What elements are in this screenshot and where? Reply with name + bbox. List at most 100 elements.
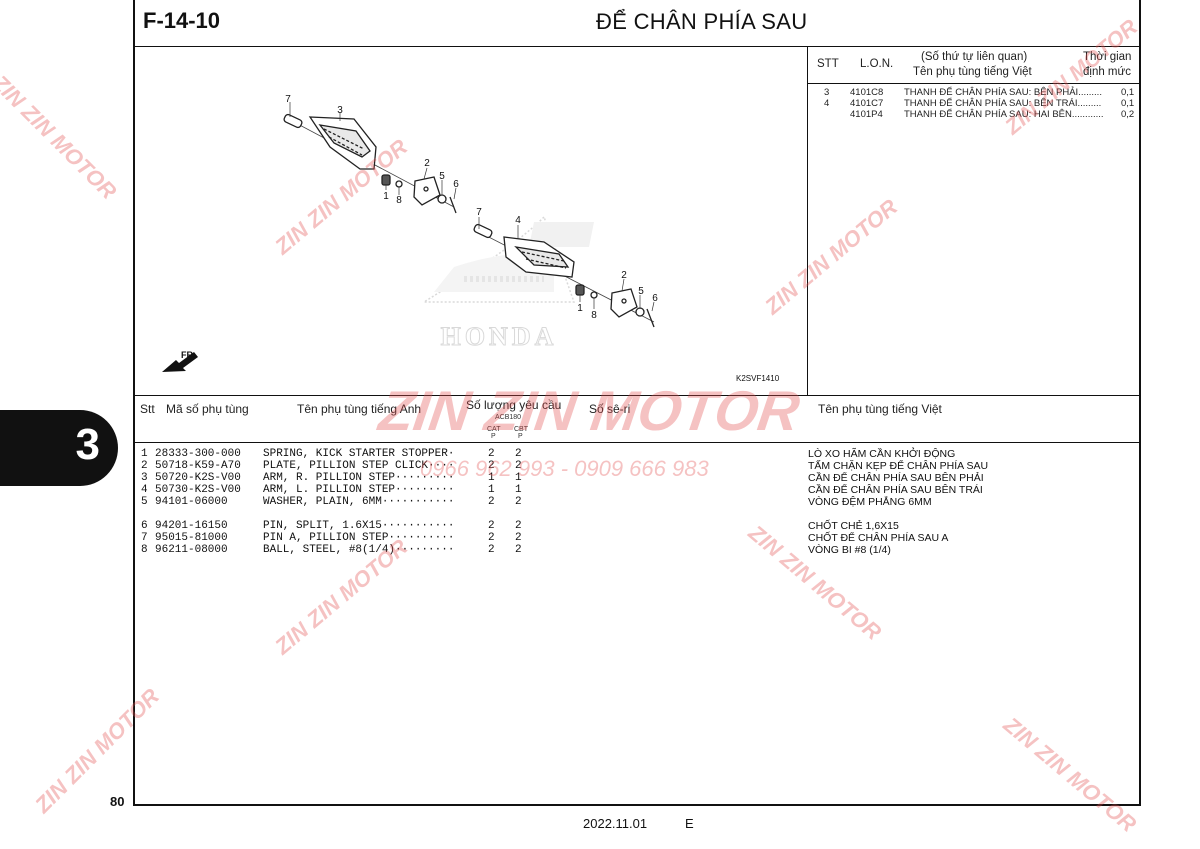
info-row-lon: 4101P4 (850, 109, 883, 120)
parts-cell-cat: 2 (488, 460, 495, 472)
parts-cell-cat: 2 (488, 496, 495, 508)
parts-cell-name-vn: CHỐT CHẺ 1,6X15 (808, 520, 899, 532)
parts-cell-name-vn: CHỐT ĐỂ CHÂN PHÍA SAU A (808, 532, 949, 544)
footer-date: 2022.11.01 (583, 816, 648, 831)
info-col-time-line2: định mức (1083, 66, 1131, 78)
callout-4: 4 (515, 215, 521, 226)
front-direction-arrow: FR. (162, 350, 198, 372)
info-row-name: THANH ĐỂ CHÂN PHÍA SAU: BÊN TRÁI........… (904, 98, 1102, 109)
callout-3: 3 (337, 105, 343, 116)
parts-col-part-no: Mã số phụ tùng (166, 402, 249, 416)
callout-5-lower: 5 (638, 286, 644, 297)
parts-header-bottom (133, 442, 1141, 443)
watermark-brand-tl: ZIN ZIN MOTOR (0, 70, 122, 205)
diagram-divider (807, 46, 808, 395)
callout-1-upper: 1 (383, 191, 389, 202)
info-row-lon: 4101C7 (850, 98, 884, 109)
callout-8-upper: 8 (396, 195, 402, 206)
callout-6-lower: 6 (652, 293, 658, 304)
section-tab: 3 (0, 410, 118, 486)
info-row-name: THANH ĐỂ CHÂN PHÍA SAU: BÊN PHẢI........… (904, 87, 1102, 98)
parts-cell-cat: 2 (488, 448, 495, 460)
honda-logo: HONDA (421, 215, 594, 352)
callout-2-upper: 2 (424, 158, 430, 169)
parts-col-name-vn: Tên phụ tùng tiếng Việt (818, 402, 942, 416)
parts-cell-name-en: ARM, L. PILLION STEP········· (263, 484, 455, 496)
parts-cell-part-no: 94101-06000 (155, 496, 228, 508)
callout-5-upper: 5 (439, 171, 445, 182)
callout-6-upper: 6 (453, 179, 459, 190)
callout-7-upper: 7 (285, 94, 291, 105)
diagram-ref-code: K2SVF1410 (736, 374, 780, 383)
parts-col-name-en: Tên phụ tùng tiếng Anh (297, 402, 422, 416)
page-frame (133, 0, 1141, 806)
callout-2-lower: 2 (621, 270, 627, 281)
honda-logo-text: HONDA (441, 322, 558, 351)
info-row-stt: 4 (824, 98, 830, 109)
parts-cell-cat: 2 (488, 544, 495, 556)
page-number: 80 (110, 794, 125, 809)
ball-8-lower (590, 291, 598, 299)
parts-cell-part-no: 50718-K59-A70 (155, 460, 241, 472)
ball-8-upper (395, 180, 403, 188)
info-col-lon: L.O.N. (860, 58, 894, 70)
parts-cell-name-vn: CẦN ĐỂ CHÂN PHÍA SAU BÊN PHẢI (808, 472, 984, 484)
parts-cell-cbt: 2 (515, 460, 522, 472)
watermark-brand-center: ZIN ZIN MOTOR (375, 379, 804, 442)
parts-col-stt: Stt (140, 402, 155, 416)
parts-cell-part-no: 28333-300-000 (155, 448, 241, 460)
parts-cell-cbt: 2 (515, 496, 522, 508)
parts-cell-cbt: 2 (515, 544, 522, 556)
parts-cell-name-en: SPRING, KICK STARTER STOPPER· (263, 448, 455, 460)
fr-label: FR. (181, 350, 196, 360)
parts-col-qty-cat-p: P (491, 433, 496, 440)
info-row-stt: 3 (824, 87, 830, 98)
callout-7-lower: 7 (476, 207, 482, 218)
washer-5-lower (635, 307, 645, 317)
pin-a-lower (473, 223, 493, 239)
callout-1-lower: 1 (577, 303, 583, 314)
washer-5-upper (437, 194, 447, 204)
info-row-lon: 4101C8 (850, 87, 884, 98)
info-row-time: 0,1 (1121, 87, 1135, 98)
pin-a-upper (283, 113, 303, 129)
info-header-divider (807, 83, 1141, 84)
parts-cell-cbt: 1 (515, 484, 522, 496)
parts-col-qty-cbt-p: P (518, 433, 523, 440)
parts-cell-stt: 5 (141, 496, 148, 508)
parts-cell-name-en: PIN, SPLIT, 1.6X15··········· (263, 520, 455, 532)
parts-col-qty-cbt: CBT (514, 426, 528, 433)
parts-header-top (133, 395, 1141, 396)
parts-cell-part-no: 94201-16150 (155, 520, 228, 532)
parts-cell-cbt: 2 (515, 520, 522, 532)
parts-cell-cbt: 1 (515, 472, 522, 484)
parts-cell-stt: 3 (141, 472, 148, 484)
parts-col-serial: Số sê-ri (589, 402, 631, 416)
header-divider (133, 46, 1141, 47)
parts-cell-name-vn: LÒ XO HÃM CẦN KHỞI ĐỘNG (808, 448, 956, 460)
page-title: ĐỂ CHÂN PHÍA SAU (596, 9, 808, 34)
parts-cell-cbt: 2 (515, 532, 522, 544)
parts-cell-part-no: 96211-08000 (155, 544, 228, 556)
info-col-stt: STT (817, 58, 839, 70)
watermark-phones-center: 0966 962 993 - 0909 666 983 (420, 456, 709, 481)
parts-cell-name-en: PLATE, PILLION STEP CLICK···· (263, 460, 455, 472)
parts-cell-name-vn: VÒNG ĐỆM PHẲNG 6MM (808, 496, 932, 508)
parts-cell-name-en: WASHER, PLAIN, 6MM··········· (263, 496, 455, 508)
step-arm-left (473, 223, 655, 328)
split-pin-6-lower (646, 308, 655, 328)
parts-cell-stt: 8 (141, 544, 148, 556)
parts-cell-stt: 2 (141, 460, 148, 472)
parts-cell-stt: 6 (141, 520, 148, 532)
parts-cell-stt: 7 (141, 532, 148, 544)
page-code: F-14-10 (143, 8, 221, 33)
parts-col-qty: Số lượng yêu cầu (466, 398, 562, 412)
parts-col-qty-cat: CAT (487, 426, 501, 433)
info-col-time-line1: Thời gian (1083, 51, 1132, 63)
footer-edition: E (685, 816, 694, 831)
split-pin-6-upper (449, 196, 457, 214)
info-row-name: THANH ĐỂ CHÂN PHÍA SAU: HAI BÊN.........… (904, 109, 1104, 120)
parts-cell-cat: 1 (488, 484, 495, 496)
callout-8-lower: 8 (591, 310, 597, 321)
parts-cell-name-en: ARM, R. PILLION STEP········· (263, 472, 455, 484)
